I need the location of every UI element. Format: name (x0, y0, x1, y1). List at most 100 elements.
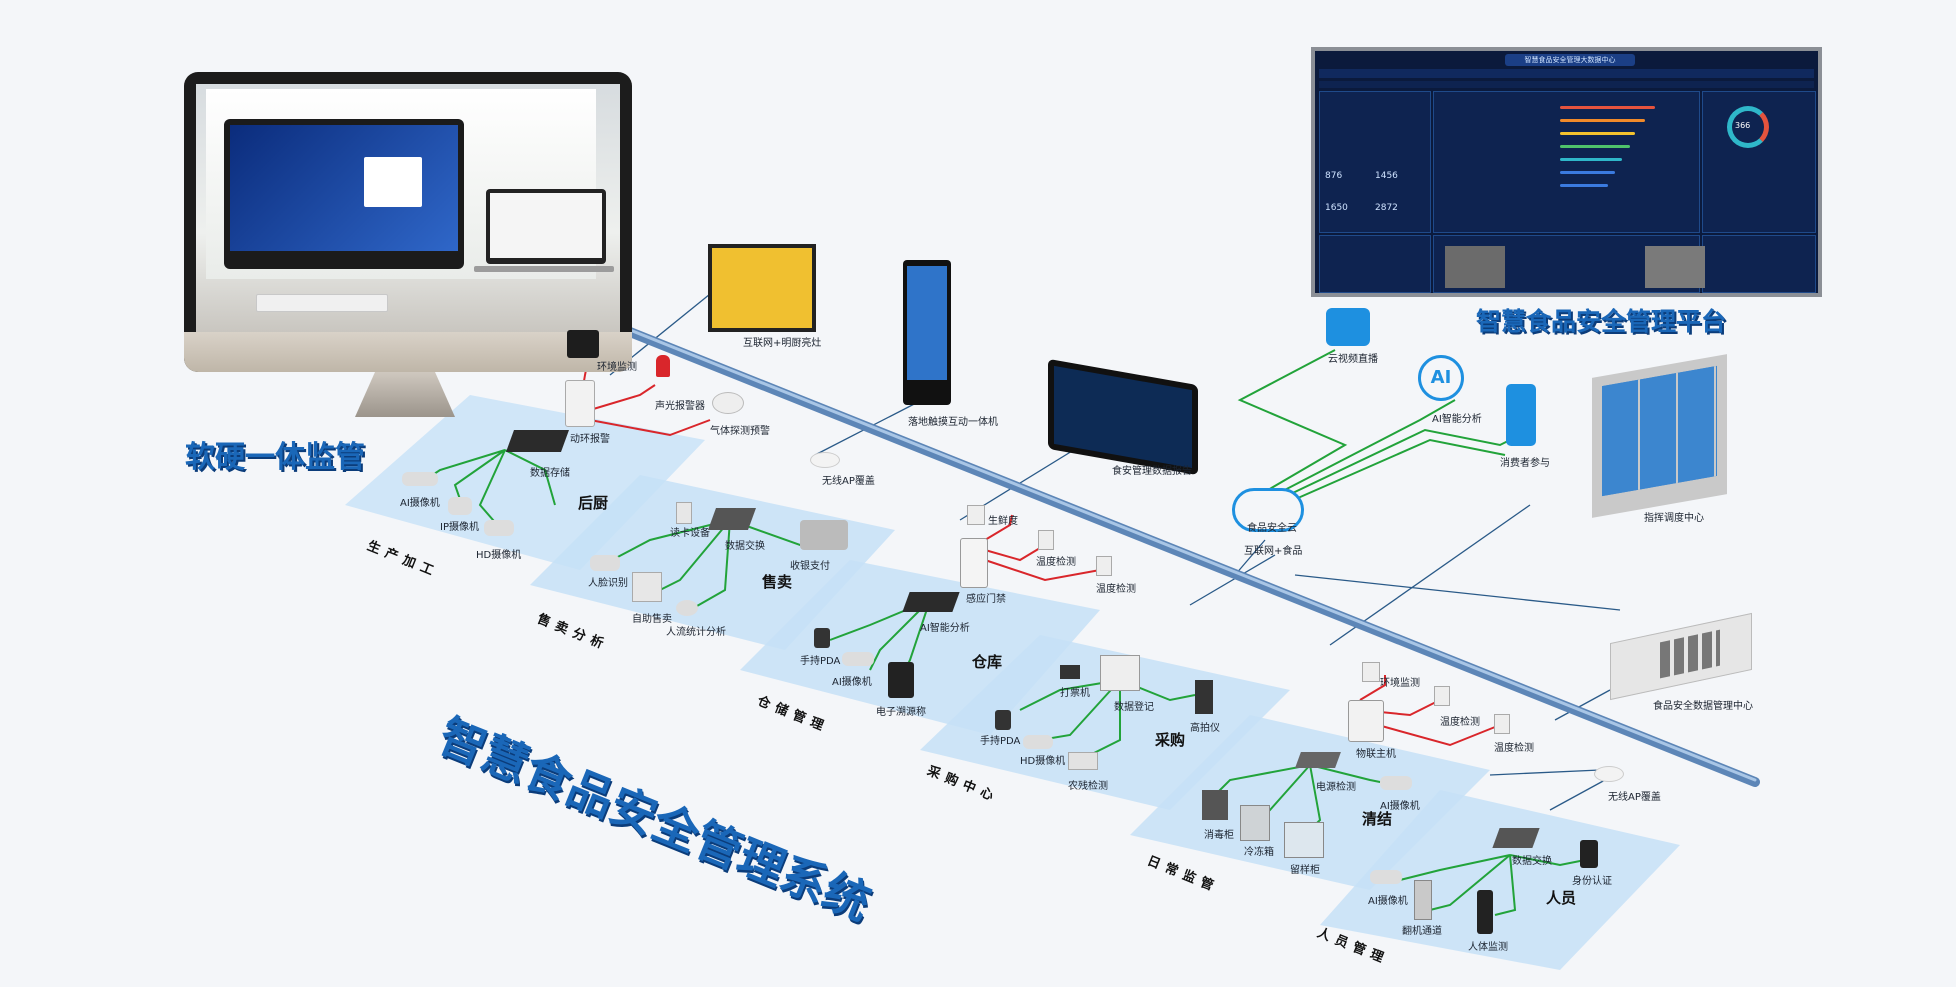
label-temp-detect-2: 温度检测 (1096, 584, 1136, 595)
zone-purchase-area (920, 635, 1290, 810)
label-hd-camera-2: HD摄像机 (1020, 756, 1066, 767)
label-ai-camera-4: AI摄像机 (1368, 896, 1408, 907)
label-tablet-report: 食安管理数据报告 (1112, 466, 1192, 477)
label-iot-host: 物联主机 (1356, 749, 1396, 760)
food-cloud-icon (1232, 488, 1304, 532)
consumer-phone-icon (1506, 384, 1536, 446)
label-internet-food: 互联网+食品 (1244, 546, 1303, 557)
label-env-monitor-2: 环境监测 (1380, 678, 1420, 689)
label-id-auth: 身份认证 (1572, 876, 1612, 887)
freshness-sensor-icon (967, 505, 985, 525)
label-face-recognition: 人脸识别 (588, 578, 628, 589)
e-scale-icon (888, 662, 914, 698)
label-e-scale: 电子溯源称 (876, 707, 926, 718)
label-people-flow: 人流统计分析 (666, 627, 726, 638)
hd-camera-icon (484, 520, 514, 536)
zone-staff-area (1320, 790, 1680, 970)
ticket-printer-icon (1060, 665, 1080, 679)
label-pesticide: 农残检测 (1068, 781, 1108, 792)
label-data-center: 食品安全数据管理中心 (1653, 701, 1753, 712)
zone-title-storage: 仓库 (972, 653, 1003, 671)
label-ai-camera-3: AI摄像机 (1380, 801, 1420, 812)
temp-sensor-icon (1096, 556, 1112, 576)
ai-camera-icon (1380, 776, 1412, 790)
label-ai-camera-2: AI摄像机 (832, 677, 872, 688)
label-sample-cabinet: 留样柜 (1290, 865, 1320, 876)
card-reader-icon (676, 502, 692, 524)
data-register-pc-icon (1100, 655, 1140, 691)
ai-head-icon: AI (1418, 355, 1464, 401)
label-pda-1: 手持PDA (800, 656, 841, 667)
people-flow-camera-icon (676, 600, 698, 616)
label-temp-detect-3: 温度检测 (1440, 717, 1480, 728)
label-wireless-ap-1: 无线AP覆盖 (822, 476, 875, 487)
data-switch-icon (707, 508, 757, 530)
label-sound-light-alarm: 声光报警器 (655, 401, 705, 412)
label-env-monitor: 环境监测 (597, 362, 637, 373)
high-camera-icon (1195, 680, 1213, 714)
label-temp-detect-4: 温度检测 (1494, 743, 1534, 754)
temp-sensor-icon (1434, 686, 1450, 706)
zone-title-purchase: 采购 (1155, 731, 1186, 749)
label-internet-kitchen: 互联网+明厨亮灶 (743, 338, 822, 349)
label-cashier: 收银支付 (790, 561, 830, 572)
label-data-switch-2: 数据交换 (1512, 856, 1552, 867)
label-wireless-ap-2: 无线AP覆盖 (1608, 792, 1661, 803)
face-recognition-icon (590, 555, 620, 571)
label-card-reader: 读卡设备 (670, 528, 710, 539)
disinfect-cabinet-icon (1202, 790, 1228, 820)
label-ip-camera: IP摄像机 (440, 522, 479, 533)
label-high-camera: 高拍仪 (1190, 723, 1220, 734)
label-body-detect: 人体监测 (1468, 942, 1508, 953)
zone-title-sales: 售卖 (762, 573, 793, 591)
ai-analysis-box-icon (902, 592, 960, 612)
access-control-icon (960, 538, 988, 588)
wireless-ap-icon (1594, 766, 1624, 782)
temp-sensor-icon (1038, 530, 1054, 550)
dashboard-screenshot: 智慧食品安全管理大数据中心 876 1456 1650 2872 366 (1311, 47, 1822, 297)
dashboard-stat-4: 2872 (1375, 203, 1398, 213)
dynamic-alarm-device-icon (565, 380, 595, 427)
platform-title: 智慧食品安全管理平台 (1476, 307, 1727, 336)
desktop-monitor-image (184, 72, 632, 372)
data-storage-icon (505, 430, 570, 452)
label-data-storage: 数据存储 (530, 468, 570, 479)
label-disinfect-cabinet: 消毒柜 (1204, 830, 1234, 841)
zone-title-cleaning: 清结 (1362, 810, 1393, 828)
dashboard-stat-1: 876 (1325, 171, 1343, 181)
freezer-icon (1240, 805, 1270, 841)
label-cloud-live: 云视频直播 (1328, 354, 1378, 365)
label-consumer: 消费者参与 (1500, 458, 1550, 469)
label-command-center: 指挥调度中心 (1644, 513, 1704, 524)
label-gas-detector: 气体探测预警 (710, 426, 770, 437)
ai-camera-icon (842, 652, 874, 666)
ai-camera-icon (1370, 870, 1402, 884)
hd-camera-icon (1023, 735, 1053, 749)
data-center-room-icon (1610, 612, 1752, 701)
body-detect-icon (1477, 890, 1493, 934)
gas-detector-icon (712, 392, 744, 414)
label-kiosk: 落地触摸互动一体机 (908, 417, 998, 428)
sample-cabinet-icon (1284, 822, 1324, 858)
dashboard-stat-2: 1456 (1375, 171, 1398, 181)
kiosk-icon (903, 260, 951, 405)
dashboard-stat-3: 1650 (1325, 203, 1348, 213)
id-auth-icon (1580, 840, 1598, 868)
wireless-ap-icon (810, 452, 840, 468)
label-ai-camera-1: AI摄像机 (400, 498, 440, 509)
power-detect-icon (1295, 752, 1341, 768)
iot-host-icon (1348, 700, 1384, 742)
label-dynamic-alarm: 动环报警 (570, 434, 610, 445)
label-pda-2: 手持PDA (980, 736, 1021, 747)
ip-camera-icon (448, 497, 472, 515)
env-monitor-sensor-icon (1362, 662, 1380, 682)
dashboard-gauge: 366 (1735, 121, 1751, 130)
label-ai-analysis-2: AI智能分析 (1432, 414, 1482, 425)
label-data-register: 数据登记 (1114, 702, 1154, 713)
zone-title-production: 后厨 (578, 494, 609, 512)
pesticide-detector-icon (1068, 752, 1098, 770)
dashboard-title: 智慧食品安全管理大数据中心 (1505, 54, 1635, 66)
label-power-detect: 电源检测 (1316, 782, 1356, 793)
data-switch-icon (1492, 828, 1540, 848)
